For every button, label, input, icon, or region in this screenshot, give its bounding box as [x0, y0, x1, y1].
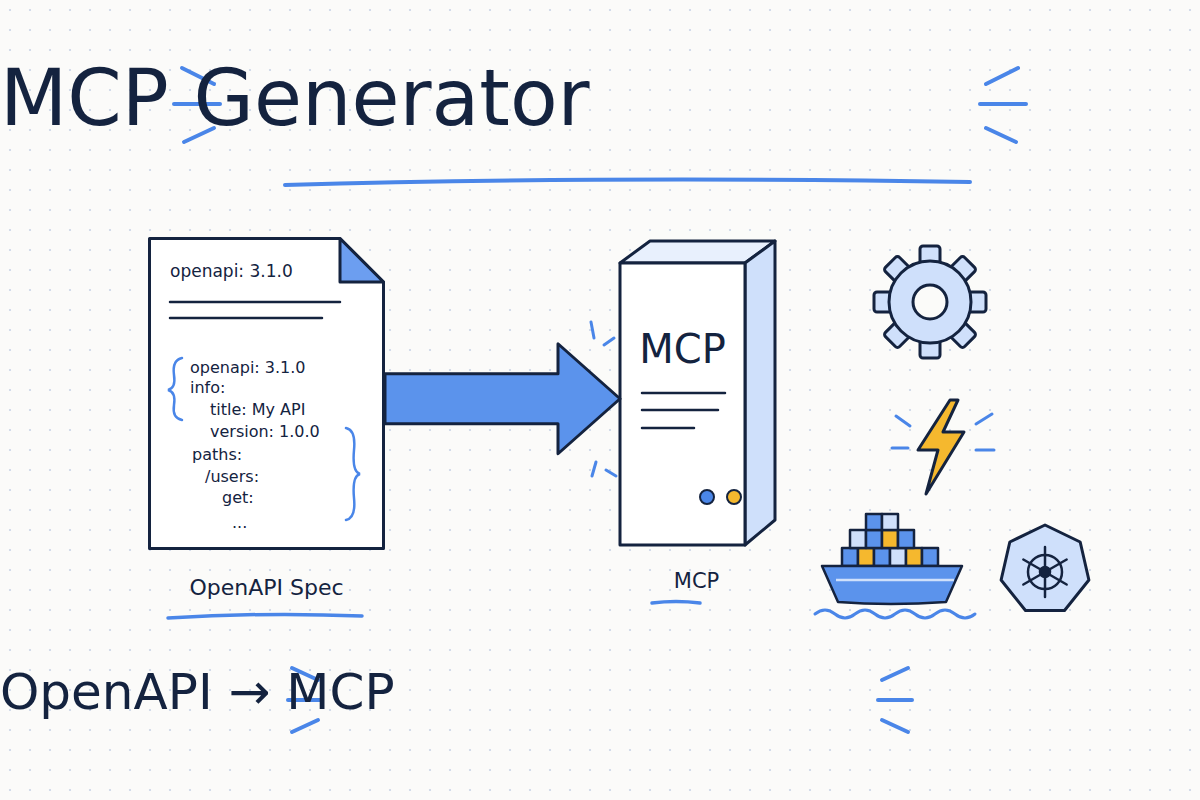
document-fold — [340, 239, 384, 283]
accent-dash — [980, 102, 1026, 106]
mcp-server-box: MCPMCP — [620, 263, 745, 545]
container — [874, 548, 890, 566]
accent-dash — [882, 668, 908, 680]
gear-tooth — [947, 255, 977, 285]
helm-wheel — [1023, 547, 1066, 597]
code-line: ... — [232, 513, 247, 532]
spark-dash — [606, 470, 616, 476]
container — [922, 548, 938, 566]
server-front — [620, 263, 745, 545]
container-ship-icon — [822, 514, 962, 604]
gear-body — [889, 261, 971, 343]
accent-dash — [292, 720, 318, 732]
container — [898, 530, 914, 548]
accent-dash — [976, 449, 994, 452]
gear-tooth — [920, 246, 940, 268]
server-name: MCP — [620, 325, 745, 373]
container — [882, 530, 898, 548]
container — [882, 514, 898, 530]
code-line: get: — [222, 488, 254, 507]
flow-arrow — [385, 344, 620, 454]
ship-hull — [822, 566, 962, 604]
container — [850, 530, 866, 548]
helm-icon — [1001, 525, 1089, 611]
accent-dash — [986, 68, 1018, 84]
gear-tooth — [964, 292, 986, 312]
openapi-spec-document: openapi: 3.1.0openapi: 3.1.0info:title: … — [148, 237, 385, 550]
node-outline — [148, 237, 385, 550]
container — [890, 548, 906, 566]
accent-dash — [976, 414, 992, 424]
water-waves — [815, 610, 975, 618]
gear-tooth — [883, 255, 913, 285]
code-line: title: My API — [210, 400, 305, 419]
wheel-spoke — [1023, 560, 1066, 585]
node-label: OpenAPI Spec — [118, 575, 415, 601]
code-line: paths: — [192, 445, 242, 464]
spark-dash — [591, 322, 594, 338]
server-side — [745, 241, 775, 545]
diagram-caption: OpenAPI → MCP — [0, 662, 1200, 722]
hull-stripe — [836, 579, 954, 582]
lightning-icon — [918, 400, 964, 494]
gear-tooth — [883, 319, 913, 349]
accent-dash — [986, 128, 1016, 142]
outline-shape — [150, 239, 384, 549]
lightning-dashes — [892, 414, 994, 450]
accent-dash — [878, 698, 912, 702]
label-underline — [168, 614, 362, 618]
accent-dash — [896, 416, 910, 426]
wheel-rim — [1028, 555, 1062, 589]
container — [906, 548, 922, 566]
gear-tooth — [874, 292, 896, 312]
wheel-spoke — [1023, 560, 1066, 585]
container — [866, 514, 882, 530]
spark-dash — [604, 338, 614, 345]
code-line: openapi: 3.1.0 — [190, 358, 306, 377]
container — [842, 548, 858, 566]
accent-dash — [892, 447, 908, 450]
title-underline — [285, 180, 970, 185]
gear-hole — [913, 285, 947, 319]
node-label: MCP — [614, 569, 779, 594]
diagram-title: MCP Generator — [0, 52, 1200, 146]
helm-heptagon — [1001, 525, 1089, 611]
spark-dash — [592, 462, 596, 476]
container — [858, 548, 874, 566]
code-line: info: — [190, 378, 225, 397]
wheel-spoke — [1044, 547, 1047, 597]
gear-tooth — [920, 336, 940, 358]
outline-shape — [620, 241, 775, 545]
wheel-hub — [1040, 567, 1050, 577]
accent-dash — [882, 720, 908, 732]
gear-icon — [874, 246, 986, 358]
document-sheet — [150, 239, 384, 549]
container — [866, 530, 882, 548]
gear-tooth — [947, 319, 977, 349]
code-line: /users: — [205, 467, 259, 486]
code-line: version: 1.0.0 — [210, 422, 320, 441]
label-underline — [652, 602, 700, 604]
node-outline — [620, 263, 745, 545]
arrow-sparks — [591, 322, 616, 476]
spec-header: openapi: 3.1.0 — [170, 261, 293, 281]
